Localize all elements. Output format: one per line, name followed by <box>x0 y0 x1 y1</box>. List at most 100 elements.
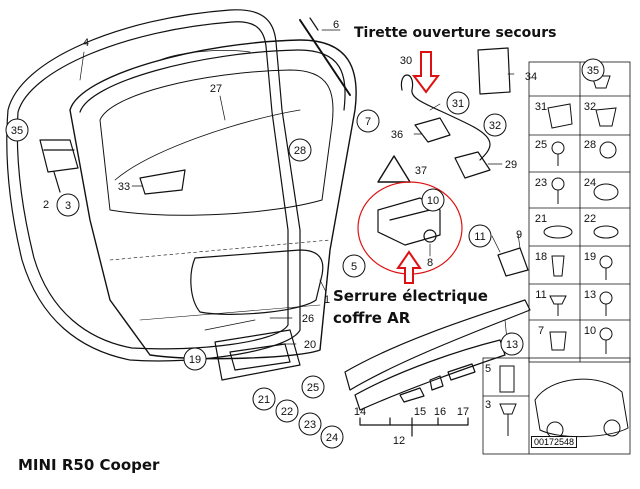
callout-circle <box>56 193 80 217</box>
diagram-caption: MINI R50 Cooper <box>18 456 160 474</box>
antenna-module <box>454 151 491 179</box>
callout-number: 5 <box>485 363 491 375</box>
rear-window <box>99 69 334 216</box>
callout-circle <box>581 58 605 82</box>
callout-number: 18 <box>535 251 547 263</box>
callout-number: 2 <box>43 199 49 211</box>
callout-c34: 34 <box>525 71 537 83</box>
callout-number: 35 <box>11 125 23 137</box>
callout-number: 27 <box>210 83 222 95</box>
parts-grid <box>528 61 631 363</box>
callout-number: 32 <box>584 101 596 113</box>
callout-c29: 29 <box>505 159 517 171</box>
grid-part-g11: 11 <box>535 289 546 301</box>
callout-number: 23 <box>304 419 316 431</box>
arrow-up-icon <box>396 250 422 284</box>
callout-circle <box>252 387 276 411</box>
callout-number: 12 <box>393 435 405 447</box>
callout-number: 31 <box>535 101 547 113</box>
callout-number: 31 <box>452 98 464 110</box>
callout-circle <box>298 412 322 436</box>
callout-number: 22 <box>281 406 293 418</box>
callout-c27: 27 <box>210 83 222 95</box>
callout-circle <box>468 224 492 248</box>
callout-circle <box>183 347 207 371</box>
callout-c28: 28 <box>288 138 312 162</box>
callout-number: 5 <box>351 261 357 273</box>
grid-part-g22: 22 <box>584 213 596 225</box>
callout-c8: 8 <box>427 257 433 269</box>
callout-circle <box>500 332 524 356</box>
hinge-left <box>39 139 79 173</box>
callout-number: 3 <box>485 399 491 411</box>
grid-part-g28: 28 <box>584 139 596 151</box>
sticker <box>477 47 511 95</box>
callout-number: 9 <box>516 229 522 241</box>
grid-part-g31: 31 <box>535 101 547 113</box>
callout-c36: 36 <box>391 129 403 141</box>
plate-holder <box>214 329 301 381</box>
car-inset <box>534 378 629 437</box>
warning-triangle <box>377 155 411 183</box>
grid-part-g24: 24 <box>584 177 596 189</box>
callout-c35: 35 <box>5 118 29 142</box>
callout-number: 21 <box>535 213 547 225</box>
callout-c19: 19 <box>183 347 207 371</box>
car-inset-frame <box>482 357 631 455</box>
tailgate-seal <box>6 9 301 362</box>
callout-c17: 17 <box>457 406 469 418</box>
callout-number: 8 <box>427 257 433 269</box>
callout-number: 29 <box>505 159 517 171</box>
callout-number: 37 <box>415 165 427 177</box>
callout-number: 19 <box>189 354 201 366</box>
callout-circle <box>421 188 445 212</box>
callout-number: 24 <box>326 432 338 444</box>
callout-c13: 13 <box>500 332 524 356</box>
callout-c11: 11 <box>468 224 492 248</box>
callout-c10: 10 <box>421 188 445 212</box>
callout-number: 25 <box>307 382 319 394</box>
callout-number: 35 <box>587 65 599 77</box>
annotation-electric-lock-line1: Serrure électrique <box>333 287 488 305</box>
grid-part-g23: 23 <box>535 177 547 189</box>
callout-c16: 16 <box>434 406 446 418</box>
callout-c30: 30 <box>400 55 412 67</box>
callout-number: 17 <box>457 406 469 418</box>
grid-part-g35: 35 <box>581 58 605 82</box>
callout-number: 20 <box>304 339 316 351</box>
callout-c1: 1 <box>324 294 330 306</box>
callout-number: 36 <box>391 129 403 141</box>
callout-number: 6 <box>333 19 339 31</box>
grid-part-g25: 25 <box>535 139 547 151</box>
callout-number: 7 <box>365 116 371 128</box>
annotation-emergency-release: Tirette ouverture secours <box>354 25 557 41</box>
callout-circle <box>356 109 380 133</box>
callout-circle <box>5 118 29 142</box>
callout-number: 14 <box>354 406 366 418</box>
callout-circle <box>483 113 507 137</box>
callout-number: 3 <box>65 200 71 212</box>
callout-c3: 3 <box>56 193 80 217</box>
callout-number: 22 <box>584 213 596 225</box>
grid-part-g7: 7 <box>538 325 544 337</box>
callout-number: 13 <box>584 289 596 301</box>
callout-circle <box>275 399 299 423</box>
callout-circle <box>446 91 470 115</box>
grid-part-g19: 19 <box>584 251 596 263</box>
callout-number: 11 <box>535 289 546 301</box>
callout-number: 28 <box>294 145 306 157</box>
grid-part-g18: 18 <box>535 251 547 263</box>
callout-c6: 6 <box>333 19 339 31</box>
callout-circle <box>301 375 325 399</box>
grid-part-g3: 3 <box>485 399 491 411</box>
callout-number: 11 <box>474 231 485 243</box>
badge <box>139 169 186 195</box>
callout-number: 21 <box>258 394 270 406</box>
callout-c24: 24 <box>320 425 344 449</box>
callout-number: 25 <box>535 139 547 151</box>
callout-c31: 31 <box>446 91 470 115</box>
grid-part-g10: 10 <box>584 325 596 337</box>
callout-c33: 33 <box>118 181 130 193</box>
callout-number: 24 <box>584 177 596 189</box>
